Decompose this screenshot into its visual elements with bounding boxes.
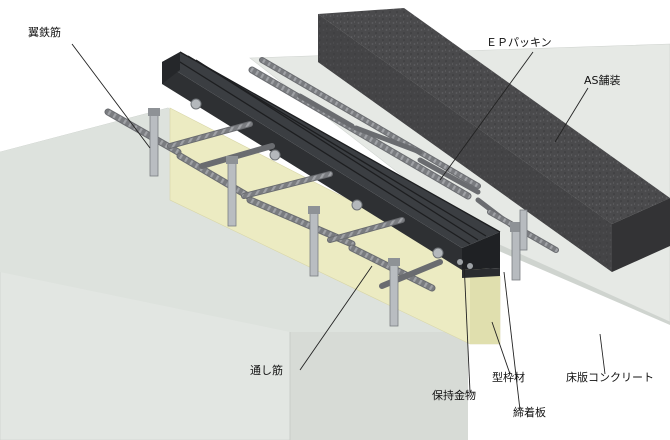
leader-formwork: [491, 321, 511, 375]
label-formwork: 型枠材: [492, 371, 525, 384]
label-ep-packing: ＥＰパッキン: [486, 36, 552, 49]
packing-end-right: [462, 232, 500, 270]
through-rebar-near: [104, 108, 436, 292]
leader-floor-slab: [599, 333, 606, 375]
bolt-icon: [457, 259, 463, 265]
anchor-studs-far: [510, 209, 528, 281]
label-as-pavement: AS舗装: [584, 74, 621, 87]
packing-grooves: [171, 51, 501, 245]
clamping-plate-bolts: [190, 98, 473, 269]
label-wing-rebar: 翼鉄筋: [28, 26, 61, 39]
through-rebar-far: [248, 57, 481, 200]
leader-holding-hardware: [463, 261, 471, 393]
leader-as-pavement: [554, 87, 589, 143]
packing-top: [162, 52, 500, 248]
leader-ep-packing: [439, 51, 534, 181]
bolt-icon: [269, 149, 281, 161]
asphalt-top: [318, 8, 670, 224]
packing-lower-lip: [462, 268, 500, 278]
leader-wing-rebar: [71, 43, 151, 149]
leader-clamping-plate: [503, 271, 521, 411]
bolt-icon: [467, 263, 473, 269]
label-holding-hardware: 保持金物: [432, 389, 476, 402]
label-floor-slab: 床版コンクリート: [566, 371, 654, 384]
anchor-studs-near: [148, 108, 400, 327]
near-slab-front-face: [290, 332, 468, 440]
far-slab-right-face: [478, 236, 670, 325]
asphalt-front-texture: [318, 14, 612, 272]
bolt-icon: [432, 247, 444, 259]
packing-front-face: [162, 62, 462, 270]
leader-through-rebar: [299, 265, 373, 371]
bolt-icon: [190, 98, 202, 110]
bolt-icon: [351, 199, 363, 211]
packing-end-left: [162, 52, 180, 84]
label-through-rebar: 通し筋: [250, 364, 283, 377]
asphalt-end: [612, 198, 670, 272]
wing-rebar-far: [297, 93, 559, 253]
leader-lines: [71, 43, 606, 411]
label-clamping-plate: 締着板: [513, 406, 546, 419]
